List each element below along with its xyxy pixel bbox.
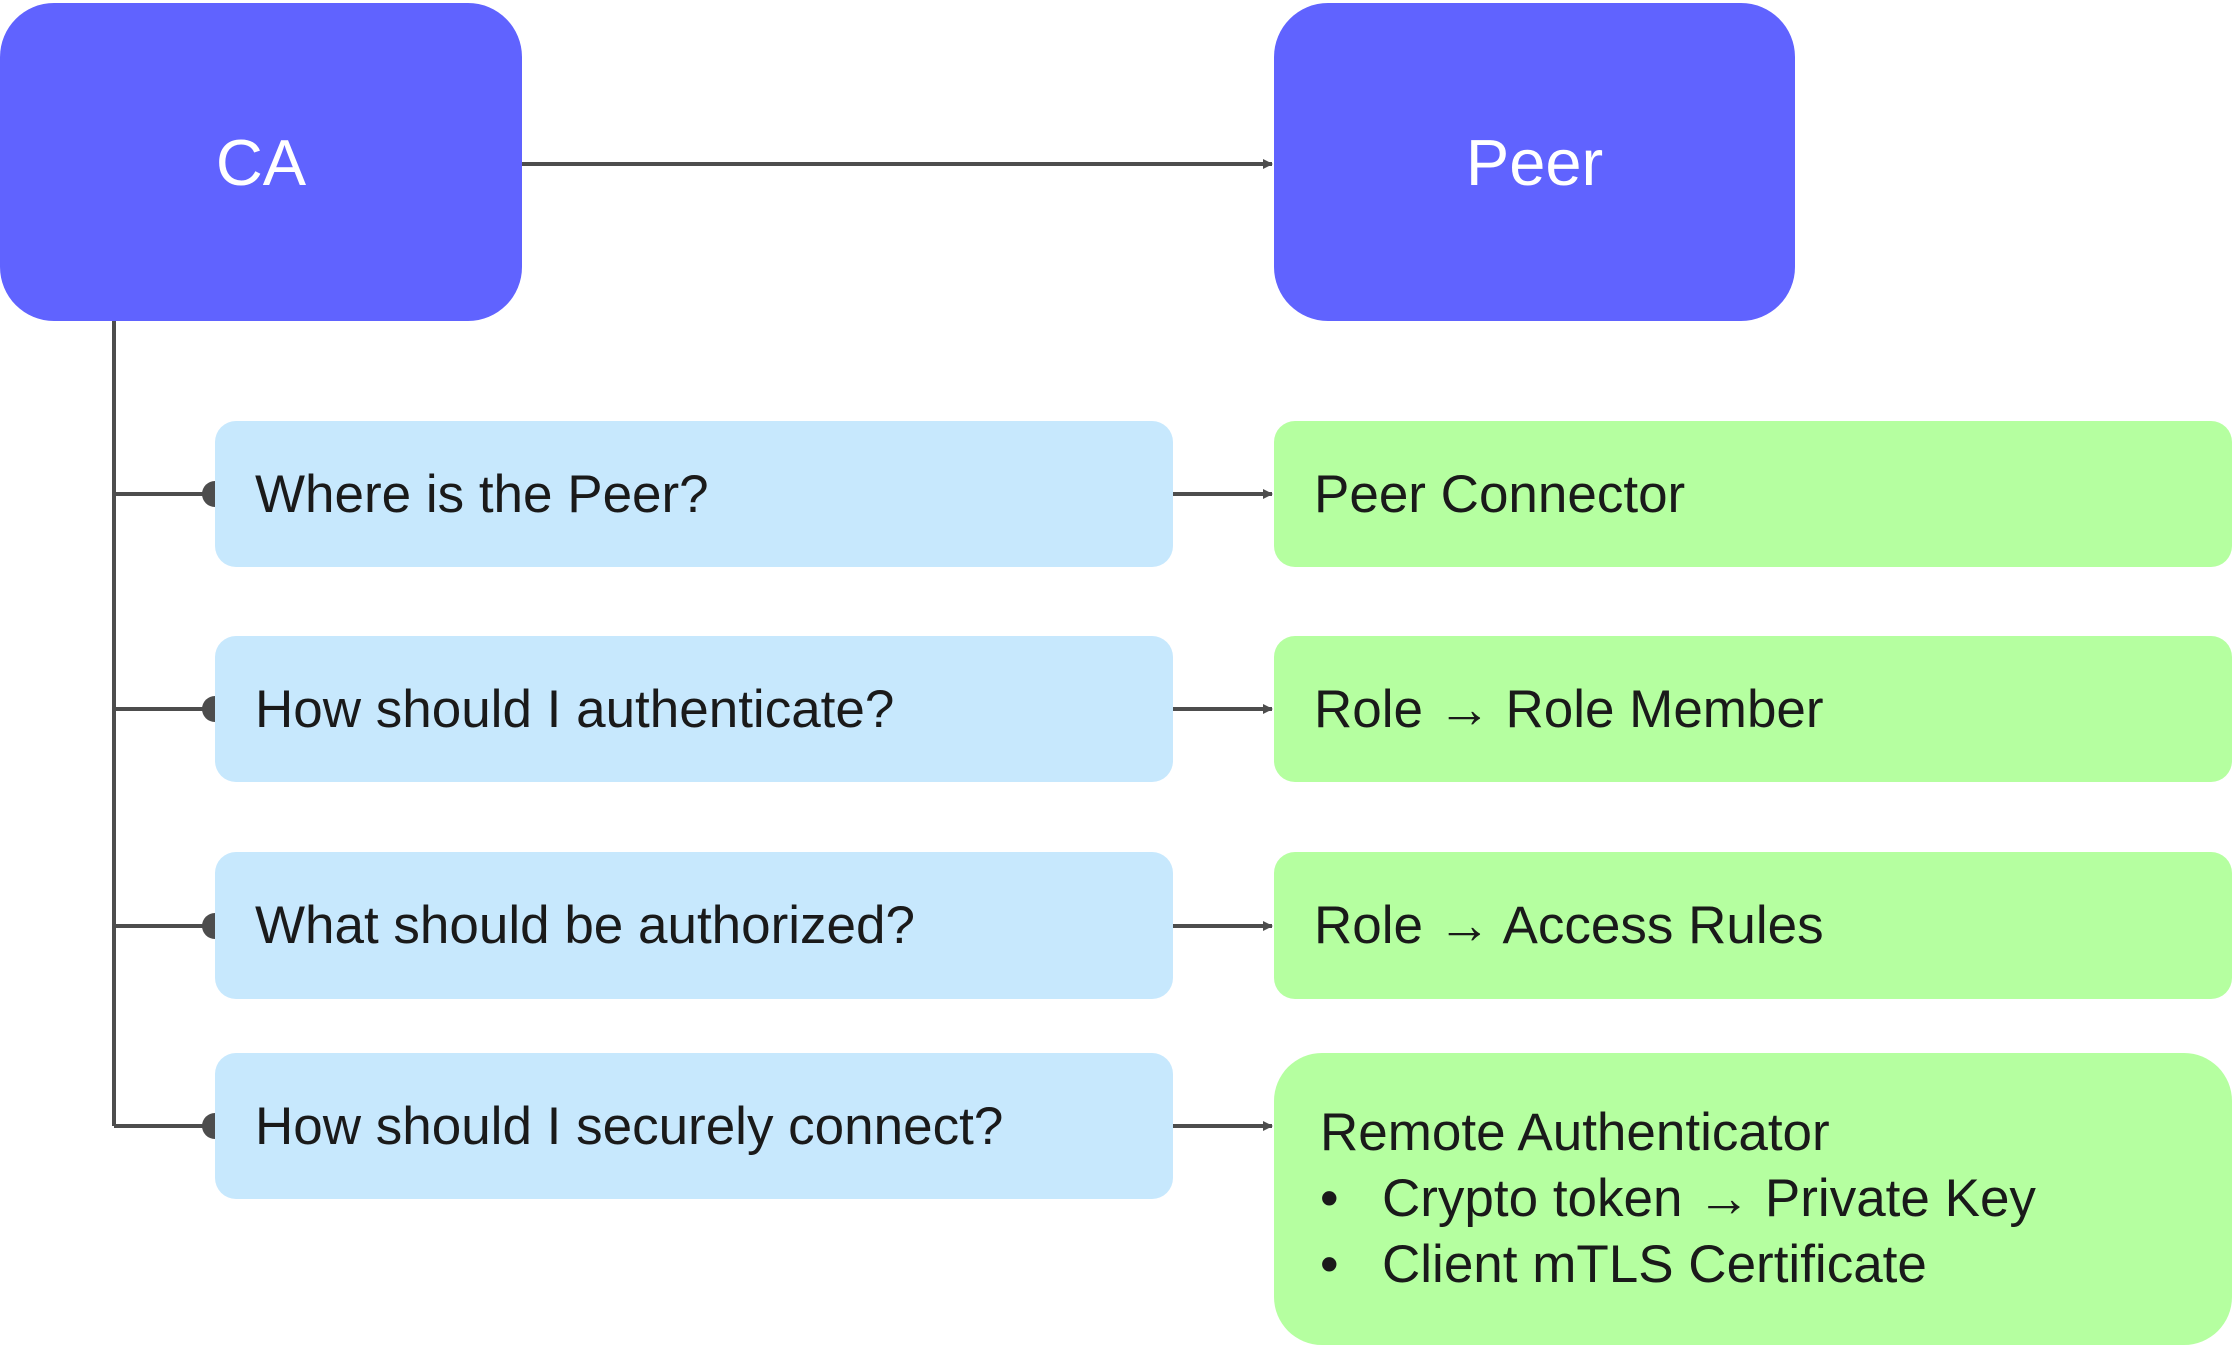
question-label: Where is the Peer? — [255, 464, 709, 524]
bullet-item: • Client mTLS Certificate — [1320, 1232, 2036, 1298]
bullet-item: • Crypto token → Private Key — [1320, 1166, 2036, 1232]
answer-box-remote-authenticator: Remote Authenticator • Crypto token → Pr… — [1274, 1053, 2232, 1345]
answer-box-role-member: Role → Role Member — [1274, 636, 2232, 782]
question-box-authorization: What should be authorized? — [215, 852, 1173, 999]
question-label: How should I authenticate? — [255, 679, 895, 739]
bullet-text: Crypto token → Private Key — [1382, 1169, 2036, 1228]
ca-box: CA — [0, 3, 522, 321]
question-label: How should I securely connect? — [255, 1096, 1004, 1156]
ca-label: CA — [215, 125, 307, 199]
answer-label: Role → Role Member — [1314, 679, 1824, 739]
answer-box-access-rules: Role → Access Rules — [1274, 852, 2232, 999]
answer-box-peer-connector: Peer Connector — [1274, 421, 2232, 567]
answer-label: Role → Access Rules — [1314, 896, 1824, 955]
peer-label: Peer — [1465, 125, 1604, 199]
question-box-secure-connection: How should I securely connect? — [215, 1053, 1173, 1199]
question-box-authentication: How should I authenticate? — [215, 636, 1173, 782]
answer-bullet-list: • Crypto token → Private Key • Client mT… — [1320, 1166, 2036, 1298]
bullet-text: Client mTLS Certificate — [1382, 1235, 1927, 1294]
answer-label: Remote Authenticator — [1320, 1103, 1830, 1162]
answer-label: Peer Connector — [1314, 464, 1686, 524]
question-box-peer-location: Where is the Peer? — [215, 421, 1173, 567]
peer-box: Peer — [1274, 3, 1795, 321]
bullet-dot: • — [1320, 1235, 1339, 1294]
bullet-dot: • — [1320, 1169, 1339, 1228]
question-label: What should be authorized? — [255, 896, 915, 955]
